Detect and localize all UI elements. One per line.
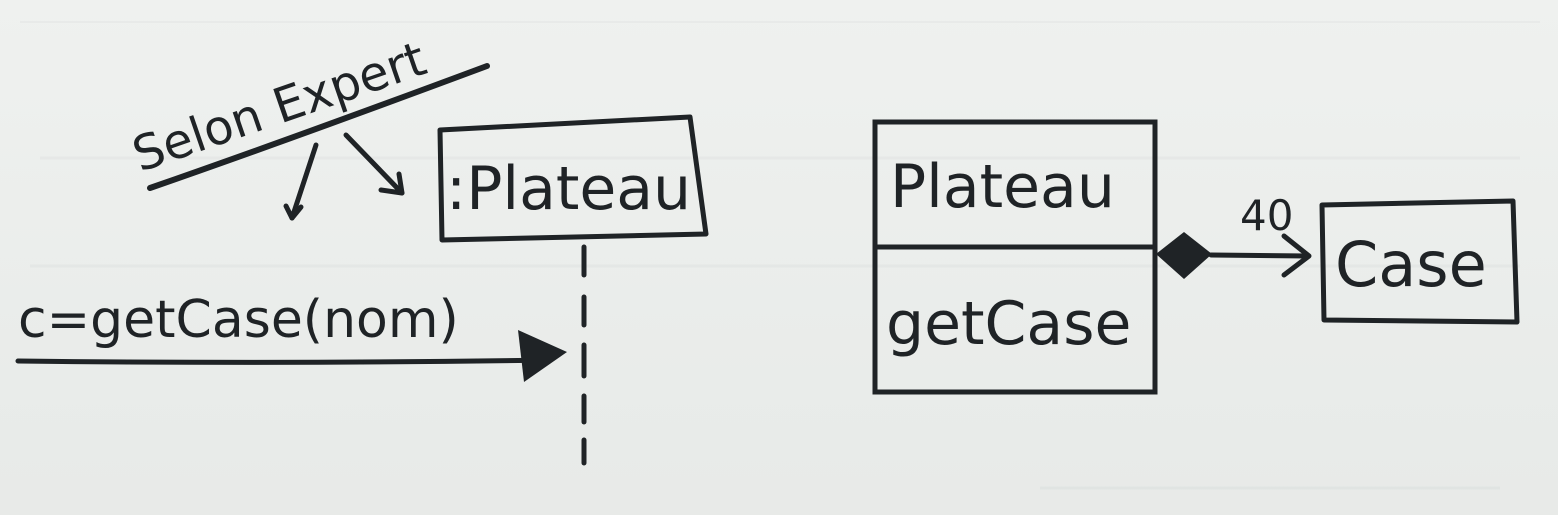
- message-arrow-line: [15, 357, 551, 365]
- composition-diamond: [1156, 232, 1212, 279]
- class-name: Plateau: [890, 152, 1115, 222]
- annotation-arrow-right: [343, 132, 405, 196]
- lifeline-object-label: :Plateau: [446, 154, 691, 224]
- lifeline-object-box: [437, 114, 709, 243]
- association-arrow-head: [1281, 233, 1312, 278]
- message-arrow-head: [518, 330, 567, 382]
- annotation-arrow-right-head: [378, 171, 405, 196]
- class-operation: getCase: [886, 289, 1131, 359]
- annotation-arrow-left-head: [283, 203, 304, 221]
- annotation-underline: [147, 63, 490, 191]
- annotation-arrow-left: [289, 142, 319, 221]
- associated-class-box: [1319, 198, 1520, 325]
- sequence-diagram: :Plateau c=getCase(nom): [15, 114, 709, 466]
- class-diagram: Plateau getCase 40 Case: [872, 119, 1520, 395]
- association-line: [1208, 252, 1311, 259]
- message-label: c=getCase(nom): [18, 290, 459, 350]
- class-box: [872, 119, 1158, 395]
- associated-class-label: Case: [1335, 228, 1487, 301]
- multiplicity-label: 40: [1240, 191, 1293, 240]
